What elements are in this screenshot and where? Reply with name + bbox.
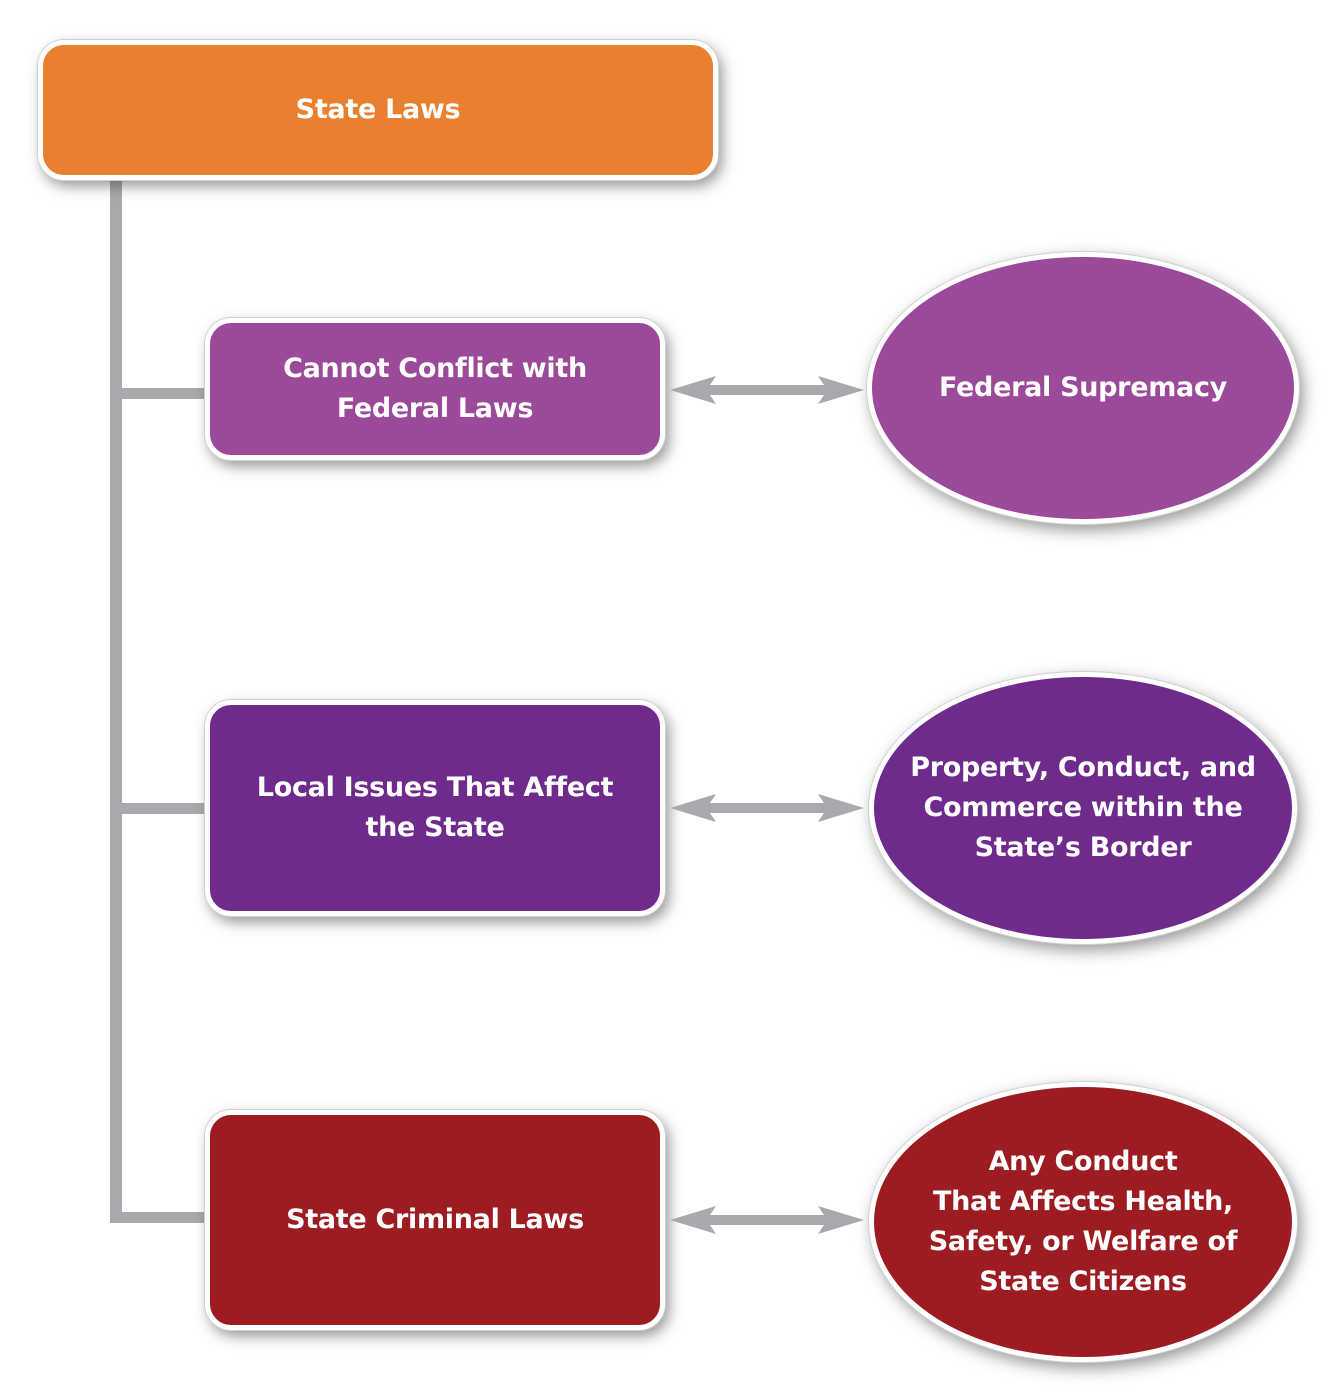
connector-trunk	[110, 178, 122, 1222]
double-arrow-icon	[670, 794, 864, 822]
related-node-health-safety-welfare: Any Conduct That Affects Health, Safety,…	[869, 1082, 1297, 1362]
branch-node-federal-conflict: Cannot Conflict with Federal Laws	[205, 318, 665, 460]
branch-node-label: Local Issues That Affect the State	[256, 772, 614, 843]
related-node-federal-supremacy: Federal Supremacy	[867, 252, 1299, 524]
related-node-property-conduct-commerce: Property, Conduct, and Commerce within t…	[869, 672, 1297, 944]
root-node-state-laws: State Laws	[38, 40, 718, 180]
root-node-label: State Laws	[295, 94, 461, 125]
related-node-label: Federal Supremacy	[939, 372, 1227, 403]
double-arrow-icon	[670, 1206, 864, 1234]
related-node-label: Any Conduct That Affects Health, Safety,…	[928, 1146, 1238, 1297]
double-arrow-shape	[670, 376, 864, 404]
connector-branch-1	[110, 388, 210, 399]
double-arrow-shape	[670, 1206, 864, 1234]
related-node-label: Property, Conduct, and Commerce within t…	[910, 752, 1256, 863]
connector-branch-3	[110, 1212, 210, 1223]
branch-node-local-issues: Local Issues That Affect the State	[205, 700, 665, 916]
double-arrow-shape	[670, 794, 864, 822]
branch-node-criminal-laws: State Criminal Laws	[205, 1110, 665, 1330]
connector-branch-2	[110, 803, 210, 814]
branch-node-label: State Criminal Laws	[286, 1204, 584, 1235]
double-arrow-icon	[670, 376, 864, 404]
branch-node-label: Cannot Conflict with Federal Laws	[283, 353, 587, 424]
